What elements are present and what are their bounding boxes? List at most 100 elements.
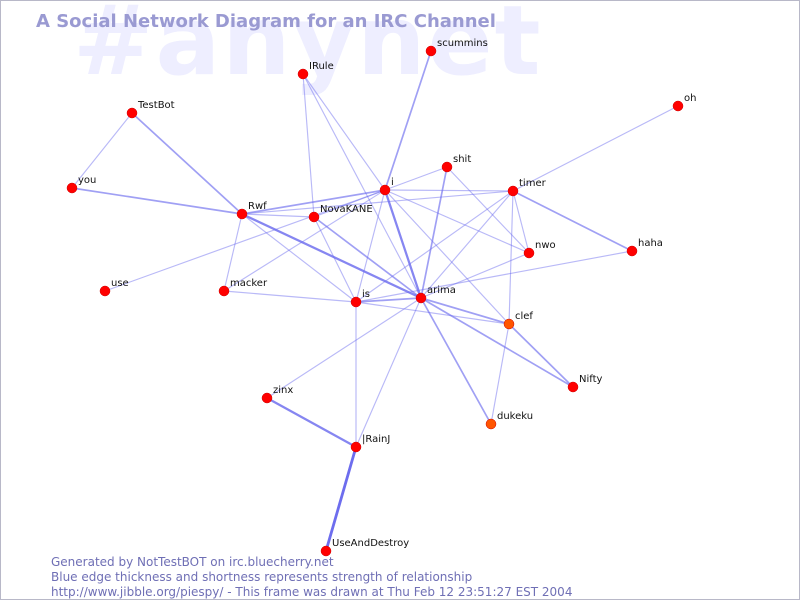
edge-arima-RainJ <box>355 297 422 448</box>
node-dot <box>320 545 332 557</box>
edge-i-shit <box>384 166 448 191</box>
node-dot <box>415 292 427 304</box>
edge-zinx-RainJ <box>265 396 358 449</box>
edge-i-macker <box>223 189 386 292</box>
edge-i-Rwf <box>241 189 386 215</box>
node-use: use <box>99 278 129 297</box>
edge-TestBot-you <box>71 112 133 189</box>
node-dot <box>425 45 437 57</box>
node-RainJ: |RainJ <box>350 434 390 453</box>
node-clef: clef <box>503 311 533 330</box>
edge-shit-arima <box>420 166 448 299</box>
node-timer: timer <box>507 178 547 197</box>
edge-is-clef <box>355 301 510 325</box>
node-label: clef <box>515 311 533 322</box>
edge-oh-timer <box>512 105 679 192</box>
node-label: arima <box>427 285 456 296</box>
diagram-title: A Social Network Diagram for an IRC Chan… <box>36 11 496 32</box>
node-label: shit <box>453 154 471 165</box>
edge-i-NovaKANE <box>313 189 386 218</box>
node-label: Rwf <box>248 201 267 212</box>
diagram-footer: Generated by NotTestBOT on irc.bluecherr… <box>51 555 573 599</box>
edge-arima-clef <box>420 297 510 325</box>
edge-timer-nwo <box>512 190 530 254</box>
edge-nwo-arima <box>420 252 530 299</box>
edge-i-IRule <box>302 73 386 191</box>
edge-timer-Rwf <box>241 190 514 215</box>
node-label: oh <box>684 93 696 104</box>
node-dukeku: dukeku <box>485 411 533 430</box>
node-dot <box>126 107 138 119</box>
node-label: IRule <box>309 61 334 72</box>
edge-arima-dukeku <box>420 297 492 425</box>
node-label: scummins <box>437 38 488 49</box>
node-dot <box>308 211 320 223</box>
edge-Rwf-macker <box>223 213 243 292</box>
edge-you-Rwf <box>71 187 243 215</box>
edge-use-i <box>104 189 386 292</box>
edge-i-timer <box>384 189 514 192</box>
node-dot <box>236 208 248 220</box>
node-oh: oh <box>672 93 696 112</box>
edge-NovaKANE-arima <box>313 216 422 299</box>
edge-Rwf-arima <box>240 212 423 300</box>
node-is: is <box>350 289 370 308</box>
node-dot <box>379 184 391 196</box>
edges-layer <box>71 50 679 553</box>
edge-arima-Nifty <box>420 297 574 388</box>
edge-i-clef <box>384 189 510 325</box>
edge-clef-Nifty <box>508 323 574 388</box>
edge-arima-zinx <box>266 297 422 399</box>
node-UseAndDestroy: UseAndDestroy <box>320 538 409 557</box>
edge-shit-nwo <box>446 166 530 254</box>
node-dot <box>99 285 111 297</box>
node-dot <box>672 100 684 112</box>
node-dot <box>441 161 453 173</box>
node-arima: arima <box>415 285 456 304</box>
node-you: you <box>66 175 96 194</box>
node-dot <box>523 247 535 259</box>
node-Nifty: Nifty <box>567 374 603 393</box>
edge-i-scummins <box>384 50 432 191</box>
node-label: macker <box>230 278 268 289</box>
edge-IRule-NovaKANE <box>302 73 315 218</box>
edge-RainJ-UseAndDestroy <box>324 445 358 553</box>
edge-NovaKANE-is <box>313 216 357 303</box>
node-dot <box>297 68 309 80</box>
edge-i-nwo <box>384 189 530 254</box>
node-NovaKANE: NovaKANE <box>308 204 373 223</box>
edge-haha-is <box>355 250 633 303</box>
edge-TestBot-Rwf <box>131 112 243 215</box>
node-TestBot: TestBot <box>126 100 175 119</box>
node-macker: macker <box>218 278 268 297</box>
node-dot <box>626 245 638 257</box>
node-dot <box>261 392 273 404</box>
node-label: |RainJ <box>362 434 390 445</box>
edge-Rwf-NovaKANE <box>241 213 315 218</box>
node-label: UseAndDestroy <box>332 538 409 549</box>
node-label: is <box>362 289 370 300</box>
node-scummins: scummins <box>425 38 488 57</box>
node-label: dukeku <box>497 411 533 422</box>
node-i: i <box>379 177 394 196</box>
node-dot <box>66 182 78 194</box>
edge-timer-arima <box>420 190 514 299</box>
node-Rwf: Rwf <box>236 201 267 220</box>
node-dot <box>350 441 362 453</box>
node-label: haha <box>638 238 663 249</box>
node-dot <box>350 296 362 308</box>
edge-macker-is <box>223 290 357 303</box>
edge-i-is <box>355 189 386 303</box>
node-dot <box>503 318 515 330</box>
footer-generated-by: Generated by NotTestBOT on irc.bluecherr… <box>51 555 334 569</box>
node-label: i <box>391 177 394 188</box>
edge-timer-is <box>355 190 514 303</box>
edge-clef-dukeku <box>490 323 510 425</box>
node-label: Nifty <box>579 374 603 385</box>
edge-arima-is <box>355 297 422 303</box>
footer-source-timestamp: http://www.jibble.org/piespy/ - This fra… <box>51 585 573 599</box>
node-label: nwo <box>535 240 556 251</box>
